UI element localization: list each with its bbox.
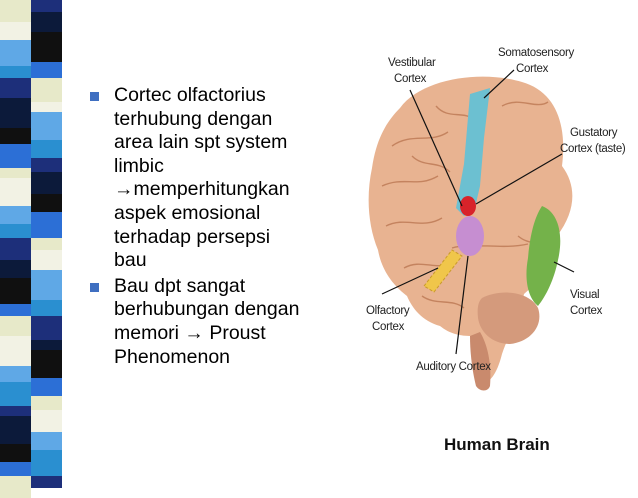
cerebellum-shape [477,292,540,344]
bullet-item-olfactory: Cortec olfactorius terhubung dengan area… [90,84,325,273]
strip-block [0,462,31,476]
strip-block [0,144,31,168]
strip-block [31,78,62,102]
strip-block [31,316,62,340]
label-vestibular-line2: Cortex [394,73,427,85]
bullet-line: →memperhitungkan [114,178,290,201]
label-somatosensory-line1: Somatosensory [498,47,575,59]
label-auditory: Auditory Cortex [416,361,491,373]
strip-block [0,238,31,260]
strip-block [31,270,62,300]
strip-block [0,260,31,278]
bullet-item-memory: Bau dpt sangat berhubungan dengan memori… [90,275,325,369]
bullet-line: memori → Proust [114,321,266,344]
strip-column-right [31,0,62,488]
strip-block [31,340,62,350]
label-visual-line2: Cortex [570,305,603,317]
strip-block [0,416,31,444]
bullet-line: Cortec olfactorius [114,84,266,106]
bullet-list: Cortec olfactorius terhubung dengan area… [90,84,325,371]
bullet-square-icon [90,92,99,101]
strip-block [0,0,31,22]
label-visual-line1: Visual [570,289,599,301]
strip-block [0,40,31,66]
strip-block [0,366,31,382]
strip-block [31,140,62,158]
strip-block [31,158,62,172]
pointer-lines [381,69,575,355]
label-gustatory-line1: Gustatory [570,127,618,139]
strip-block [31,212,62,238]
brain-diagram: Vestibular Cortex Somatosensory Cortex G… [352,36,632,456]
strip-block [31,172,62,194]
brain-svg: Vestibular Cortex Somatosensory Cortex G… [366,47,626,454]
strip-block [31,238,62,250]
strip-block [0,476,31,498]
strip-block [0,98,31,128]
strip-block [0,224,31,238]
bullet-line: terhubung dengan [114,107,273,130]
strip-block [31,194,62,212]
bullet-line: aspek emosional [114,201,261,224]
label-somatosensory-line2: Cortex [516,63,549,75]
strip-block [31,32,62,62]
bullet-line: terhadap persepsi [114,225,271,248]
figure-title: Human Brain [444,435,550,454]
label-olfactory-line1: Olfactory [366,305,410,317]
strip-block [0,278,31,304]
strip-block [0,304,31,316]
olfactory-region [423,249,463,293]
strip-block [0,78,31,98]
strip-block [0,66,31,78]
gustatory-region [460,196,476,216]
decorative-side-strip [0,0,62,498]
bullet-line: bau [114,249,147,272]
somatosensory-region [456,88,490,216]
label-olfactory-line2: Cortex [372,321,405,333]
bullet-line: berhubungan dengan [114,298,300,321]
strip-block [0,316,31,336]
strip-block [0,444,31,462]
bullet-line: Phenomenon [114,345,231,368]
strip-column-left [0,0,31,498]
strip-block [31,112,62,140]
strip-block [31,300,62,316]
label-gustatory-line2: Cortex (taste) [560,143,626,155]
brain-stem-shape [470,332,491,391]
strip-block [31,378,62,396]
auditory-region [456,216,484,256]
strip-block [31,102,62,112]
bullet-square-icon [90,282,99,292]
strip-block [31,350,62,378]
strip-block [31,396,62,410]
strip-block [31,432,62,450]
bullet-line: Bau dpt sangat [114,274,246,297]
strip-block [31,250,62,270]
strip-block [0,178,31,206]
strip-block [0,22,31,40]
strip-block [0,382,31,406]
strip-block [0,406,31,416]
label-vestibular-line1: Vestibular [388,57,436,69]
bullet-line: limbic [114,154,164,177]
strip-block [0,336,31,366]
strip-block [31,62,62,78]
bullet-line: area lain spt system [114,131,288,154]
strip-block [31,12,62,32]
strip-block [0,168,31,178]
strip-block [31,450,62,476]
strip-block [0,128,31,144]
strip-block [31,0,62,12]
strip-block [0,206,31,224]
visual-region [526,206,561,306]
strip-block [31,410,62,432]
